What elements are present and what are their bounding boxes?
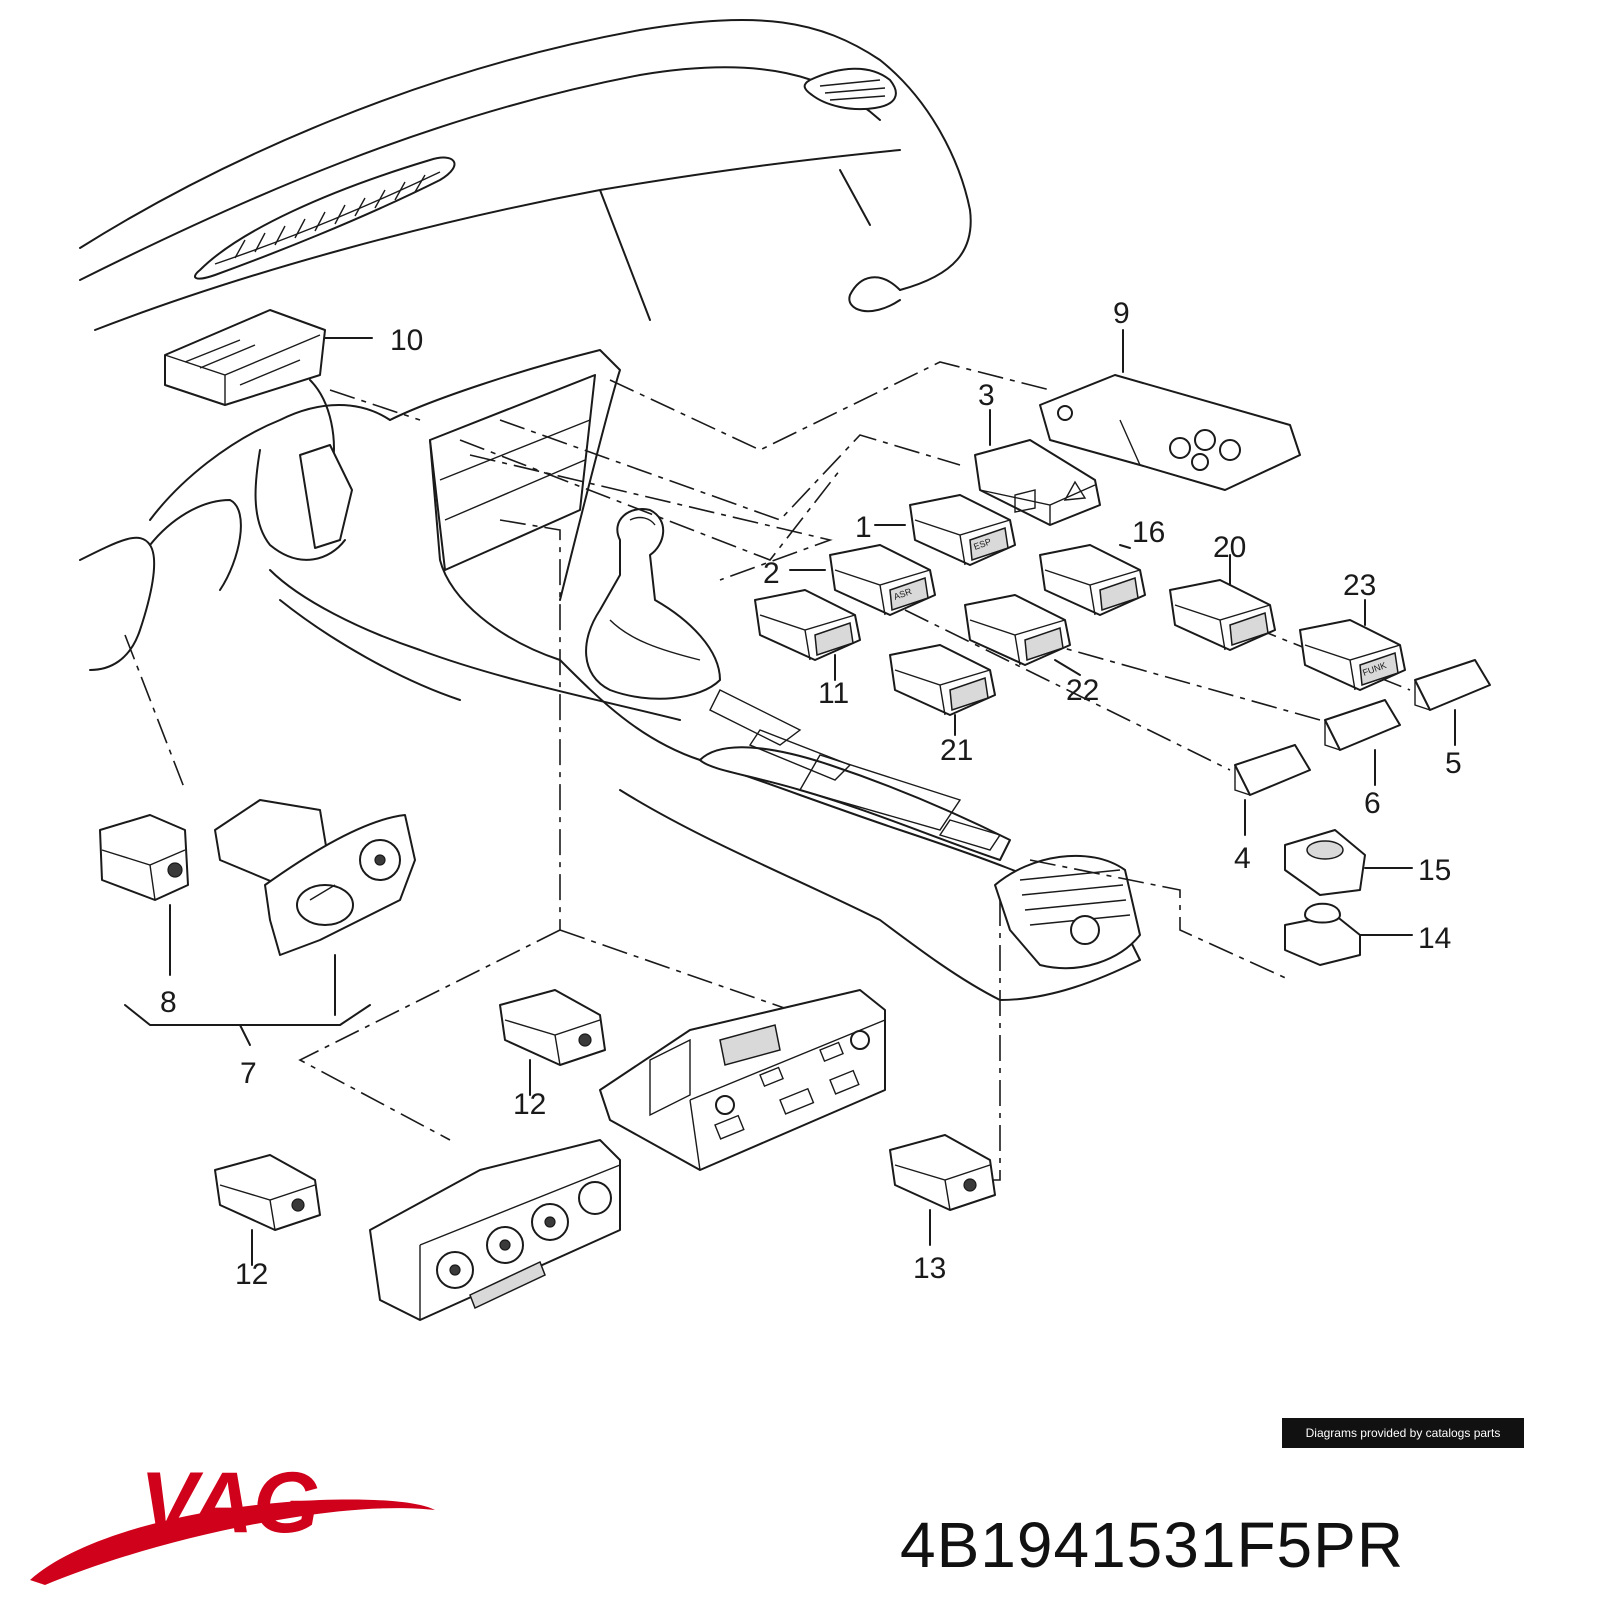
callout-20: 20: [1213, 531, 1246, 564]
callouts: 1 2 3 4 5 6 7 8 9 10 11 12 12 13 14 15 1…: [160, 297, 1462, 1291]
part-number: 4B1941531F5PR: [900, 1509, 1405, 1581]
part-21-switch: [889, 644, 996, 736]
callout-8: 8: [160, 986, 177, 1019]
callout-21: 21: [940, 734, 973, 767]
part-10-vent: [164, 309, 373, 406]
part-4-blank-cover: [1234, 744, 1311, 836]
callout-4: 4: [1234, 842, 1251, 875]
dashboard-outline: [79, 19, 972, 671]
part-13-relay: [889, 1134, 996, 1246]
part-6-blank-cover: [1324, 699, 1401, 786]
callout-15: 15: [1418, 854, 1451, 887]
callout-12b: 12: [235, 1258, 268, 1291]
callout-9: 9: [1113, 297, 1130, 330]
callout-3: 3: [978, 379, 995, 412]
part-2-asr-switch: ASR: [789, 544, 936, 616]
callout-2: 2: [763, 557, 780, 590]
diagram-credit-banner: Diagrams provided by catalogs parts: [1282, 1418, 1524, 1448]
part-14-knob: [1284, 902, 1413, 966]
part-15-knob-cover: [1284, 829, 1413, 896]
callout-11: 11: [818, 677, 849, 710]
part-5-blank-cover: [1414, 659, 1491, 746]
part-7-light-switch-panel: [124, 799, 416, 1046]
callout-10: 10: [390, 324, 423, 357]
callout-6: 6: [1364, 787, 1381, 820]
part-1-esp-switch: ESP: [874, 494, 1016, 566]
climate-control-unit: [599, 989, 886, 1171]
vag-brand-logo: VAG: [30, 1455, 435, 1585]
callout-23: 23: [1343, 569, 1376, 602]
part-20-switch: [1169, 554, 1276, 651]
part-22-switch: [964, 594, 1081, 676]
callout-5: 5: [1445, 747, 1462, 780]
callout-22: 22: [1066, 674, 1099, 707]
callout-12a: 12: [513, 1088, 546, 1121]
callout-7: 7: [240, 1057, 257, 1090]
part-11-switch: [754, 589, 861, 681]
manual-climate-panel: [369, 1139, 621, 1321]
part-12-relay-lower: [214, 1154, 321, 1266]
part-8-switch: [99, 814, 189, 976]
callout-16: 16: [1132, 516, 1165, 549]
callout-1: 1: [855, 511, 872, 544]
callout-14: 14: [1418, 922, 1451, 955]
part-9-tray: [1039, 329, 1301, 491]
part-23-funk-switch: FUNK: [1299, 599, 1406, 691]
callout-13: 13: [913, 1252, 946, 1285]
logo-text: VAG: [140, 1455, 320, 1551]
part-3-hazard-switch: [974, 409, 1101, 526]
logo-swoosh: [30, 1499, 435, 1585]
part-16-switch: [1039, 544, 1146, 616]
part-12-relay-upper: [499, 989, 606, 1096]
center-console: [269, 349, 1141, 1001]
